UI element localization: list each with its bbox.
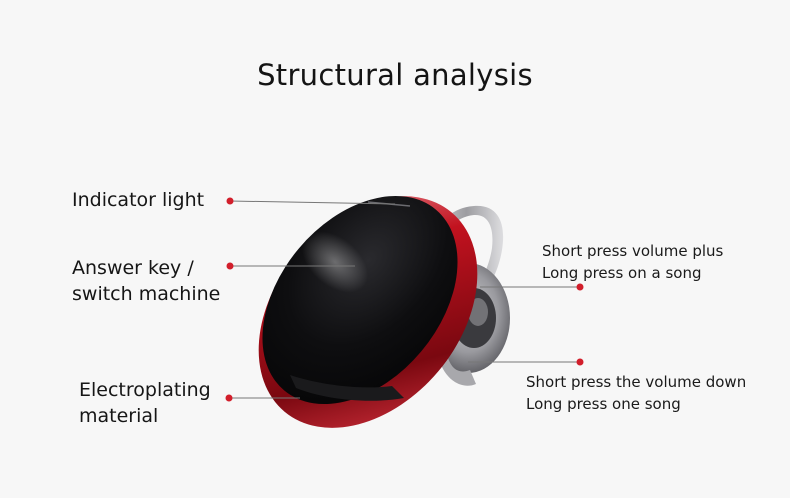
callout-line: Short press volume plus: [542, 242, 724, 260]
callout-indicator-light: Indicator light: [72, 187, 204, 213]
callout-line: Short press the volume down: [526, 373, 747, 391]
callout-volume-down: Short press the volume down Long press o…: [526, 371, 746, 415]
dot-indicator-light: [226, 197, 234, 205]
callout-line: Answer key /: [72, 257, 194, 279]
dot-volume-plus: [576, 283, 584, 291]
callout-dots: [225, 197, 584, 402]
leader-indicator-light: [229, 200, 396, 205]
callout-line: Electroplating: [79, 379, 211, 401]
callout-volume-plus: Short press volume plus Long press on a …: [542, 240, 723, 284]
dot-volume-down: [576, 358, 584, 366]
dot-answer-key: [226, 262, 234, 270]
callout-electroplating: Electroplating material: [79, 377, 211, 429]
shell-lower-band: [290, 375, 404, 401]
callout-line: Long press on a song: [542, 264, 702, 282]
ear-tip-stem: [440, 358, 476, 386]
callout-line: switch machine: [72, 283, 221, 305]
callout-line: Indicator light: [72, 189, 205, 211]
dot-electroplating: [225, 394, 233, 402]
callout-answer-key: Answer key / switch machine: [72, 255, 220, 307]
diagram-title: Structural analysis: [257, 58, 533, 92]
callout-line: Long press one song: [526, 395, 681, 413]
callout-line: material: [79, 405, 159, 427]
leader-lines: [229, 200, 580, 399]
